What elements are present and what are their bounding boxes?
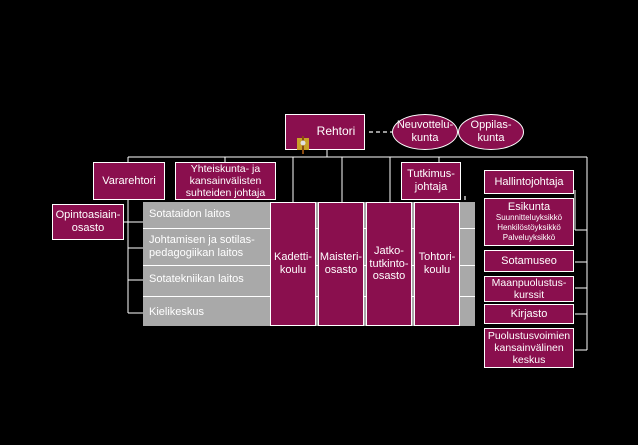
kirjasto-label: Kirjasto [510,307,548,320]
school-label: Jatko- tutkinto- osasto [369,245,409,283]
opintoasiainosasto-box: Opintoasiain- osasto [52,204,124,240]
esikunta-box: Esikunta Suunnitteluyksikkö Henkilöstöyk… [484,198,574,246]
tutkimusjohtaja-box: Tutkimus- johtaja [401,162,461,200]
esikunta-sub-label: Palveluyksikkö [502,233,556,243]
school-column: Jatko- tutkinto- osasto [366,202,412,326]
neuvottelukunta-oval: Neuvottelu- kunta [392,114,458,150]
school-column: Kadetti- koulu [270,202,316,326]
opintoasiainosasto-label: Opintoasiain- osasto [55,209,121,234]
school-label: Kadetti- koulu [274,251,312,276]
kirjasto-box: Kirjasto [484,304,574,324]
department-row: Sotataidon laitos [143,203,270,225]
oppilaskunta-oval: Oppilas- kunta [458,114,524,150]
sotamuseo-label: Sotamuseo [501,254,557,267]
oppilaskunta-label: Oppilas- kunta [470,119,512,144]
department-label: Sotatekniikan laitos [149,272,244,285]
school-label: Maisteri- osasto [319,251,363,276]
maanpuolustuskurssit-label: Maanpuolustus- kurssit [491,276,567,301]
yhteiskunta-label: Yhteiskunta- ja kansainvälisten suhteide… [185,162,266,200]
hallintojohtaja-box: Hallintojohtaja [484,170,574,194]
vararehtori-label: Vararehtori [102,174,156,187]
department-label: Kielikeskus [149,305,205,318]
coat-of-arms-icon [295,123,311,154]
esikunta-sub-label: Henkilöstöyksikkö [497,223,561,233]
puolustusvoimien-box: Puolustusvoimien kansainvälinen keskus [484,328,574,368]
sotamuseo-box: Sotamuseo [484,250,574,272]
department-row: Johtamisen ja sotilas- pedagogiikan lait… [143,231,270,263]
rehtori-box: Rehtori [285,114,365,154]
department-row: Sotatekniikan laitos [143,268,270,290]
school-label: Tohtori- koulu [418,251,456,276]
school-column: Maisteri- osasto [318,202,364,326]
maanpuolustuskurssit-box: Maanpuolustus- kurssit [484,276,574,302]
tutkimusjohtaja-label: Tutkimus- johtaja [407,168,455,193]
school-column: Tohtori- koulu [414,202,460,326]
rehtori-label: Rehtori [316,124,356,139]
esikunta-sub-label: Suunnitteluyksikkö [495,213,563,223]
department-label: Johtamisen ja sotilas- pedagogiikan lait… [149,234,255,259]
puolustusvoimien-label: Puolustusvoimien kansainvälinen keskus [487,329,571,367]
hallintojohtaja-label: Hallintojohtaja [494,175,564,188]
department-label: Sotataidon laitos [149,207,231,220]
esikunta-label: Esikunta [507,200,551,213]
yhteiskunta-box: Yhteiskunta- ja kansainvälisten suhteide… [175,162,276,200]
neuvottelukunta-label: Neuvottelu- kunta [396,119,454,144]
vararehtori-box: Vararehtori [93,162,165,200]
department-row: Kielikeskus [143,301,270,323]
